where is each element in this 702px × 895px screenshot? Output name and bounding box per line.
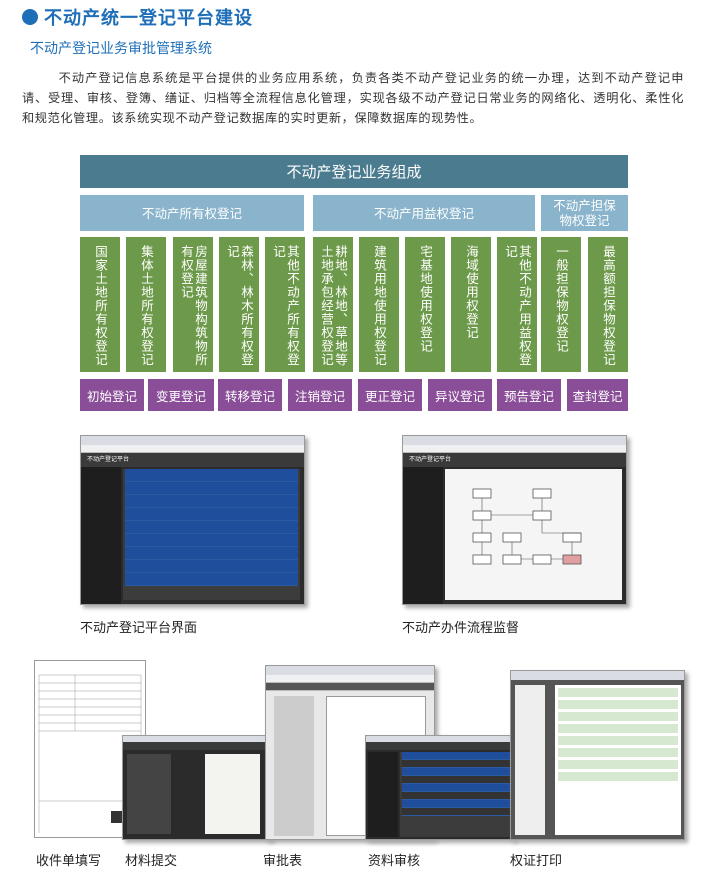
flow-caption: 不动产办件流程监督 — [402, 621, 520, 636]
bottom-caption: 权证打印 — [510, 854, 563, 869]
item-column: 其他不动产用益权登记 — [497, 237, 537, 372]
category-security: 不动产担保物权登记 — [541, 195, 628, 231]
form-lines — [38, 674, 142, 833]
action-box: 注销登记 — [288, 379, 352, 411]
category-usufruct: 不动产用益权登记 — [313, 195, 535, 231]
document-review-screenshot — [365, 735, 515, 840]
platform-caption: 不动产登记平台界面 — [80, 621, 198, 636]
flow-screenshot: 不动产登记平台 — [402, 435, 627, 605]
item-column: 最高额担保物权登记 — [588, 237, 628, 372]
bottom-caption: 收件单填写 — [36, 854, 102, 869]
item-column: 建筑用地使用权登记 — [359, 237, 399, 372]
item-column: 集体土地所有权登记 — [126, 237, 166, 372]
action-box: 查封登记 — [567, 379, 628, 411]
action-box: 转移登记 — [218, 379, 282, 411]
page-title: 不动产统一登记平台建设 — [22, 4, 253, 30]
action-box: 变更登记 — [148, 379, 214, 411]
intro-paragraph: 不动产登记信息系统是平台提供的业务应用系统，负责各类不动产登记业务的统一办理，达… — [22, 71, 684, 125]
item-column: 房屋建筑物构筑物所有权登记 — [173, 237, 213, 372]
material-submit-screenshot — [122, 735, 272, 840]
action-box: 预告登记 — [497, 379, 561, 411]
action-box: 异议登记 — [428, 379, 492, 411]
item-column: 其他不动产所有权登记 — [265, 237, 305, 372]
item-column: 海域使用权登记 — [451, 237, 491, 372]
bottom-caption: 审批表 — [263, 854, 303, 869]
bottom-caption: 资料审核 — [368, 854, 421, 869]
item-column: 一般担保物权登记 — [541, 237, 581, 372]
category-ownership: 不动产所有权登记 — [80, 195, 304, 231]
bottom-caption: 材料提交 — [125, 854, 178, 869]
item-column: 耕地、林地、草地等土地承包经营权登记 — [313, 237, 353, 372]
item-column: 宅基地使用权登记 — [405, 237, 445, 372]
platform-screenshot: 不动产登记平台 — [80, 435, 305, 605]
bullet-icon — [22, 9, 38, 25]
title-text: 不动产统一登记平台建设 — [44, 8, 253, 29]
diagram-title: 不动产登记业务组成 — [80, 155, 628, 188]
action-box: 更正登记 — [358, 379, 422, 411]
section-subtitle: 不动产登记业务审批管理系统 — [30, 41, 212, 57]
item-column: 森林、林木所有权登记 — [219, 237, 259, 372]
certificate-print-screenshot — [510, 670, 685, 840]
flow-diagram — [472, 488, 582, 565]
item-column: 国家土地所有权登记 — [80, 237, 120, 372]
action-box: 初始登记 — [80, 379, 144, 411]
